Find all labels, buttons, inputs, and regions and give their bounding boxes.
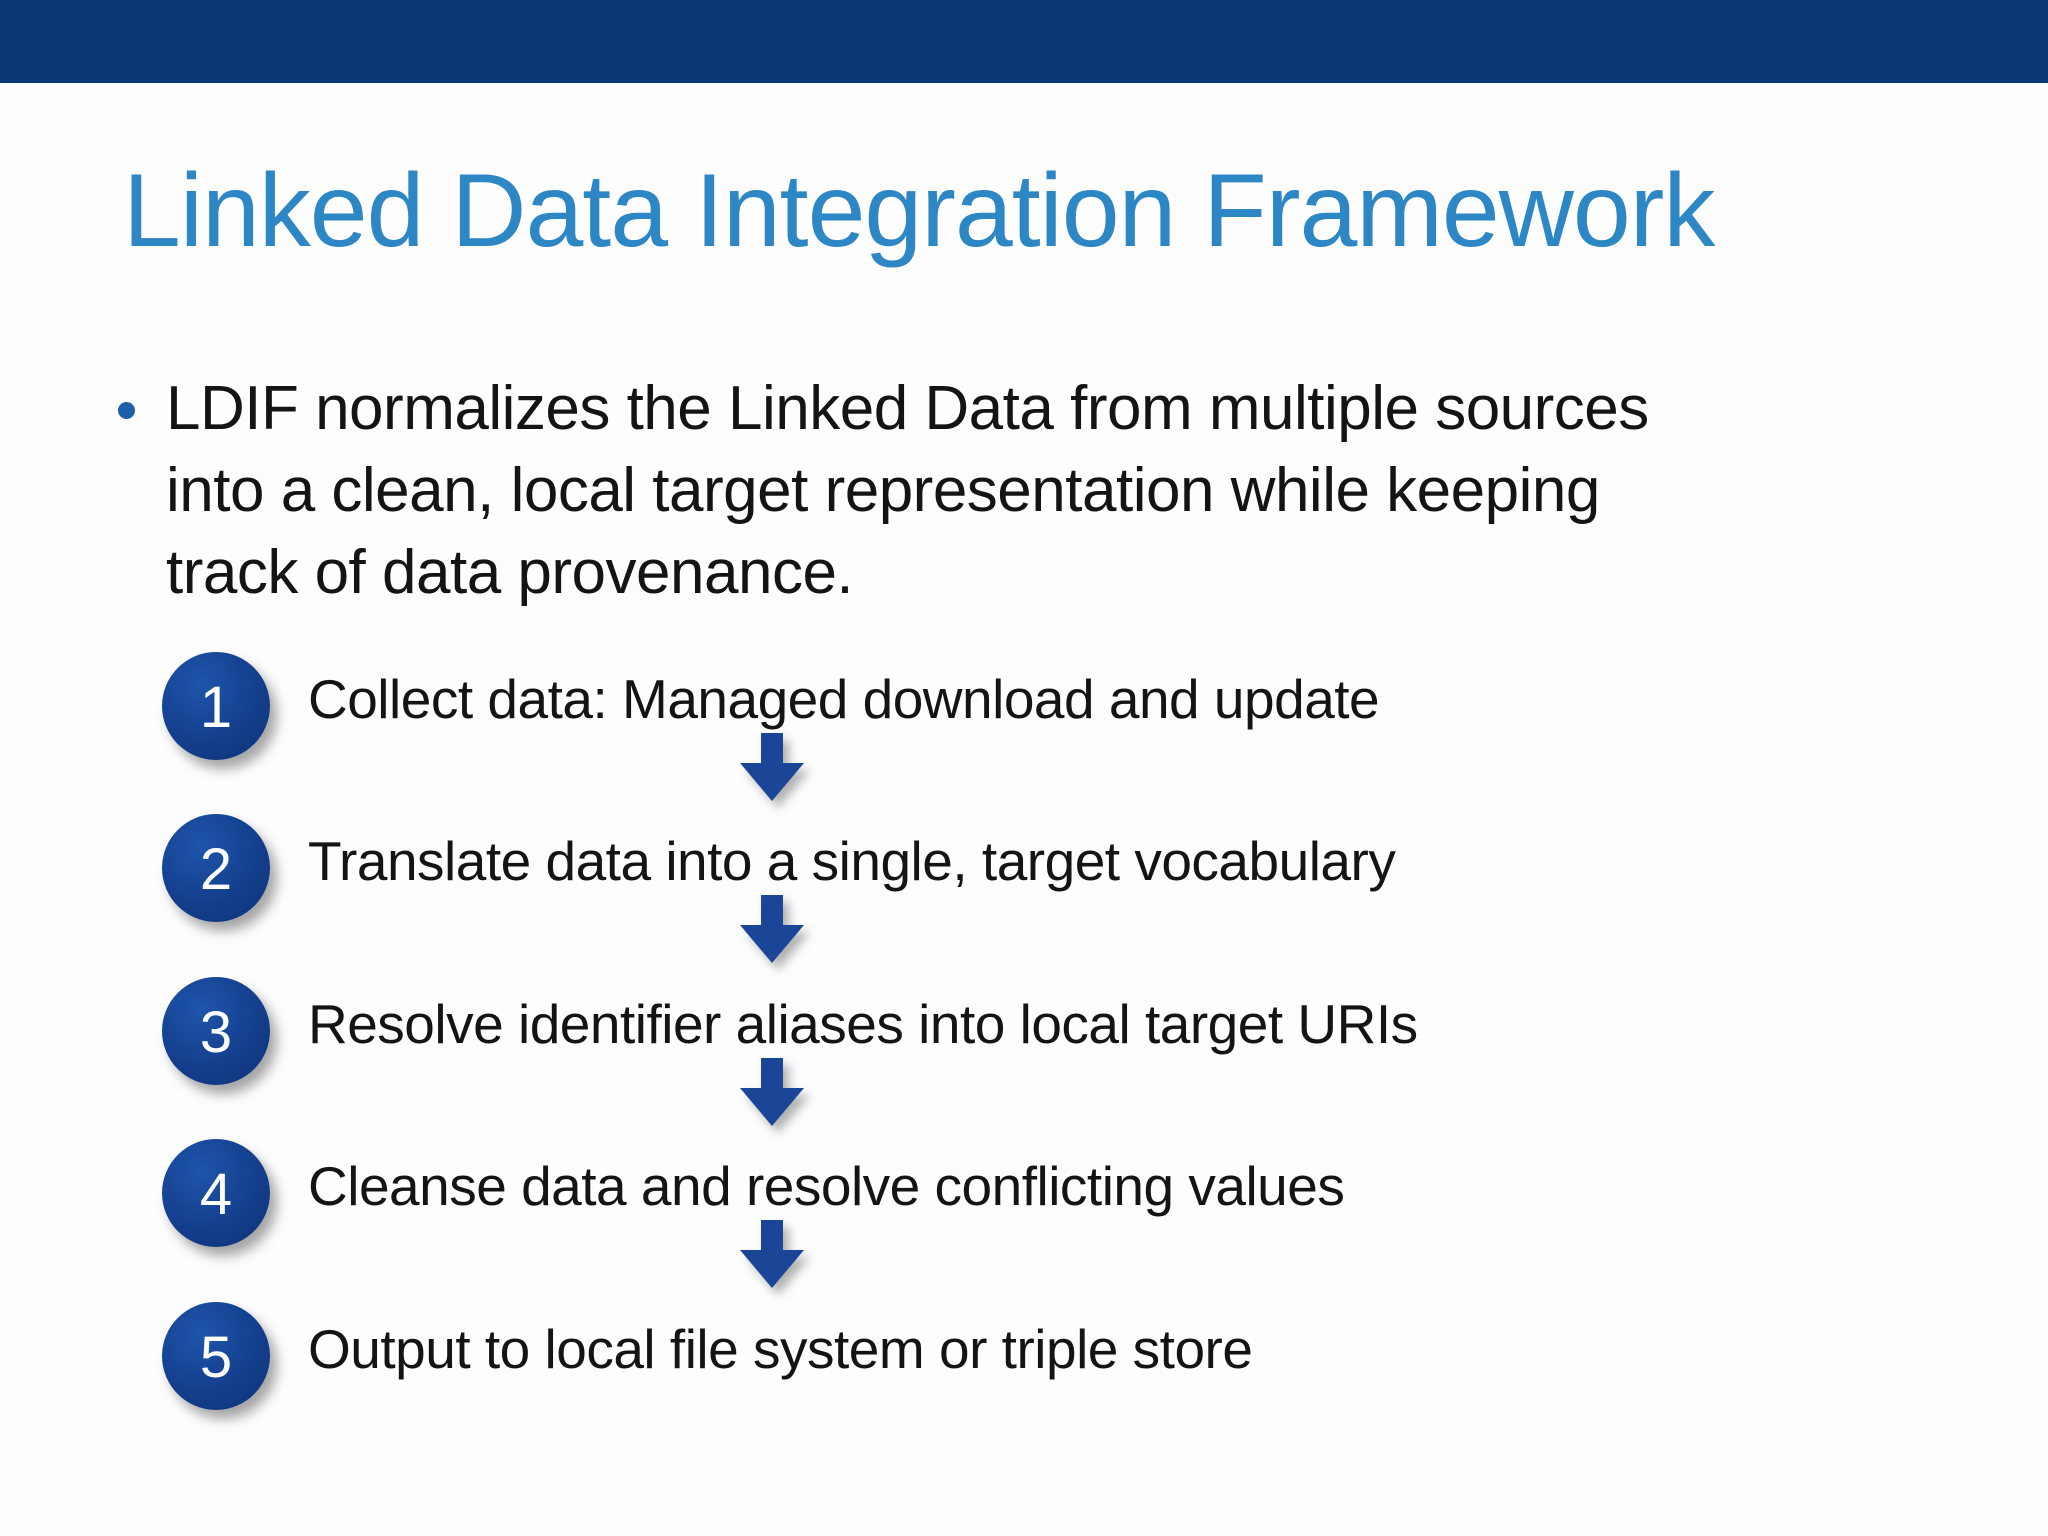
bullet-dot-icon (118, 402, 135, 419)
step-row-2: 2 Translate data into a single, target v… (162, 814, 1396, 922)
bullet-text-line: into a clean, local target representatio… (166, 456, 1600, 525)
step-5-number: 5 (199, 1325, 233, 1390)
step-4-label: Cleanse data and resolve conflicting val… (308, 1155, 1345, 1217)
step-1-label: Collect data: Managed download and updat… (308, 668, 1380, 730)
step-row-3: 3 Resolve identifier aliases into local … (162, 977, 1418, 1085)
step-2-label: Translate data into a single, target voc… (308, 830, 1396, 892)
step-4-number: 4 (199, 1162, 233, 1227)
step-5-circle: 5 (162, 1302, 270, 1410)
step-row-4: 4 Cleanse data and resolve conflicting v… (162, 1139, 1345, 1247)
step-1-circle: 1 (162, 652, 270, 760)
step-5-label: Output to local file system or triple st… (308, 1318, 1253, 1380)
step-3-circle: 3 (162, 977, 270, 1085)
step-3-number: 3 (199, 1000, 233, 1065)
top-accent-bar (0, 0, 2048, 83)
step-2-number: 2 (199, 837, 233, 902)
down-arrow-icon (740, 895, 804, 963)
bullet-text-line: track of data provenance. (166, 538, 854, 607)
step-row-1: 1 Collect data: Managed download and upd… (162, 652, 1380, 760)
down-arrow-icon (740, 1058, 804, 1126)
step-3-label: Resolve identifier aliases into local ta… (308, 993, 1418, 1055)
step-row-5: 5 Output to local file system or triple … (162, 1302, 1253, 1410)
step-4-circle: 4 (162, 1139, 270, 1247)
bullet-text: LDIF normalizes the Linked Data from mul… (166, 368, 1649, 614)
slide-title: Linked Data Integration Framework (123, 153, 1715, 269)
bullet-paragraph: LDIF normalizes the Linked Data from mul… (118, 368, 1649, 614)
step-1-number: 1 (199, 675, 233, 740)
step-2-circle: 2 (162, 814, 270, 922)
down-arrow-icon (740, 1220, 804, 1288)
down-arrow-icon (740, 733, 804, 801)
bullet-text-line: LDIF normalizes the Linked Data from mul… (166, 374, 1649, 443)
